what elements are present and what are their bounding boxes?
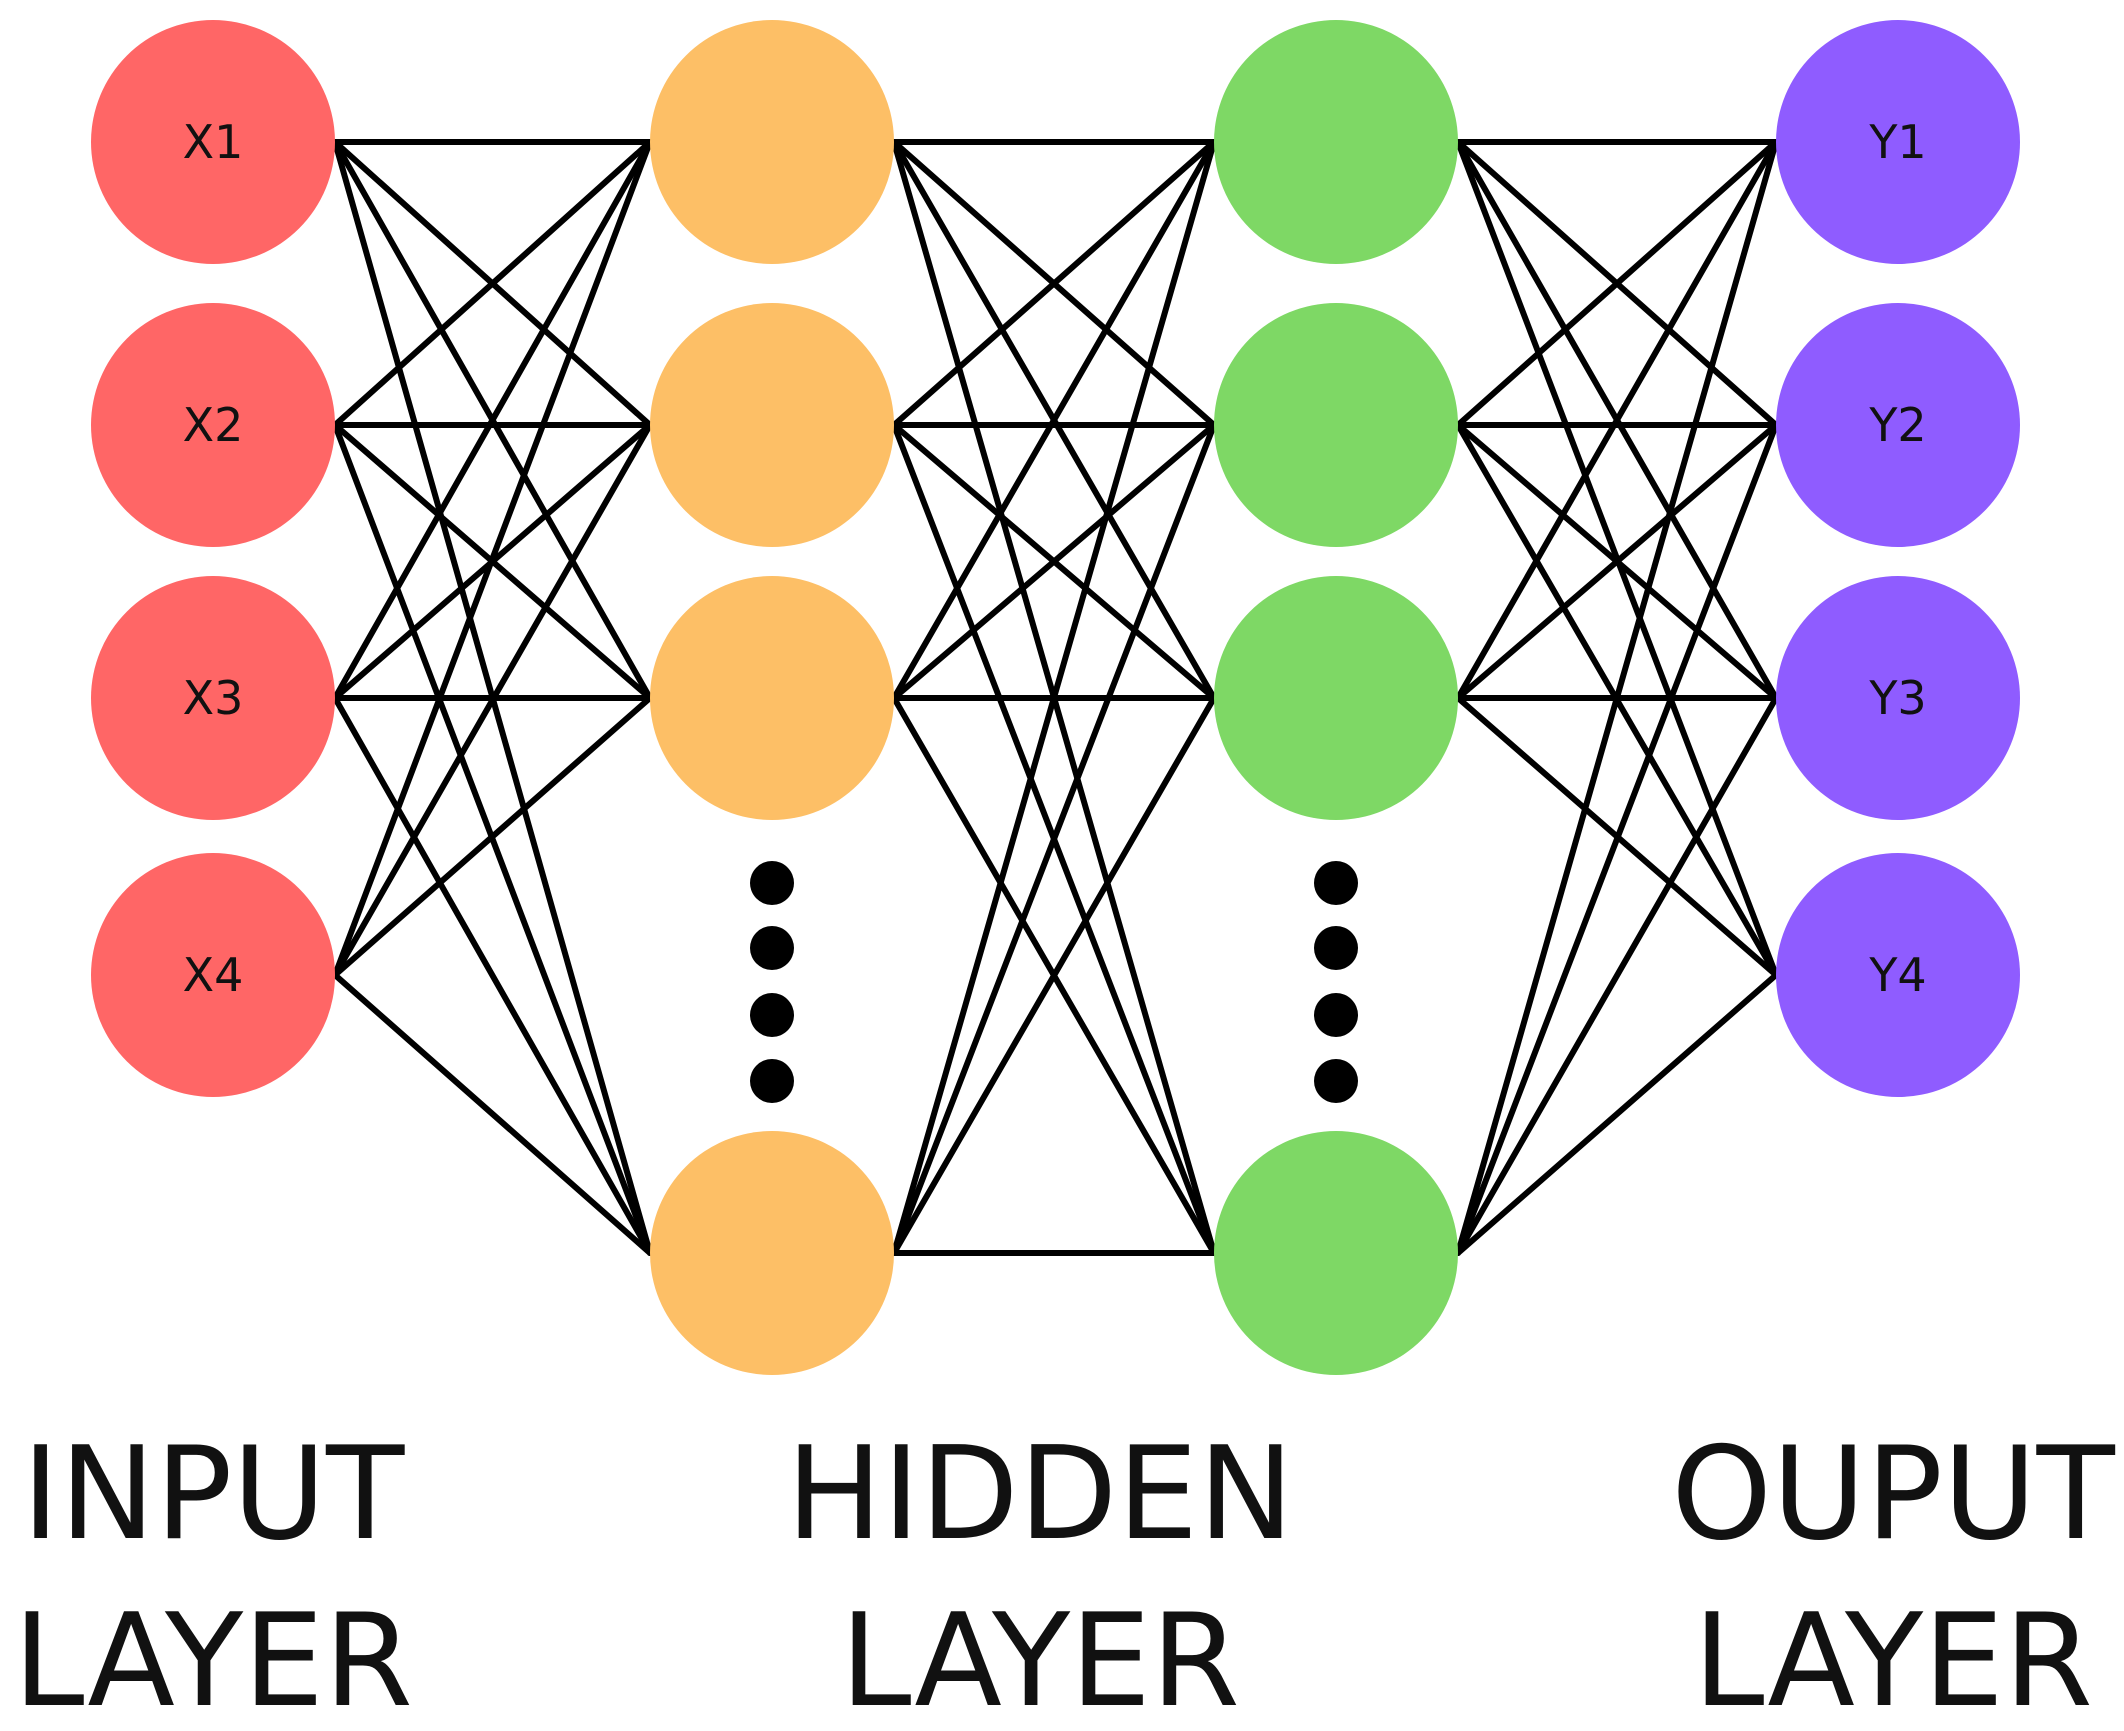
hidden1-node-3 bbox=[650, 576, 894, 820]
input-layer-label-line2: LAYER bbox=[13, 1587, 413, 1731]
hidden1-node-2 bbox=[650, 303, 894, 547]
edge-hidden2-4-to-output-2 bbox=[1455, 422, 1779, 1256]
edge-hidden1-3-to-hidden2-1 bbox=[891, 139, 1217, 701]
edge-input-3-to-hidden1-1 bbox=[332, 139, 653, 701]
hidden-layer-label-line2: LAYER bbox=[840, 1587, 1240, 1731]
output-node-label-1: Y1 bbox=[1868, 115, 1926, 169]
hidden2-ellipsis-dot-2 bbox=[1314, 926, 1358, 970]
edge-input-4-to-hidden1-4 bbox=[332, 972, 653, 1256]
edge-input-4-to-hidden1-2 bbox=[332, 422, 653, 978]
edge-input-4-to-hidden1-3 bbox=[332, 695, 653, 978]
input-node-1 bbox=[91, 20, 335, 264]
input-node-label-3: X3 bbox=[183, 671, 244, 725]
hidden-layer-label-line1: HIDDEN bbox=[786, 1420, 1294, 1569]
hidden2-ellipsis-dot-1 bbox=[1314, 861, 1358, 905]
edge-hidden1-4-to-hidden2-2 bbox=[891, 422, 1217, 1256]
output-layer-label-line1: OUPUT bbox=[1671, 1420, 2115, 1569]
input-node-label-2: X2 bbox=[183, 398, 244, 452]
output-layer-label-line2: LAYER bbox=[1693, 1587, 2093, 1731]
input-node-label-4: X4 bbox=[183, 948, 244, 1002]
edge-hidden1-4-to-hidden2-3 bbox=[891, 695, 1217, 1256]
hidden2-ellipsis-dot-3 bbox=[1314, 993, 1358, 1037]
hidden2-ellipsis-dot-4 bbox=[1314, 1059, 1358, 1103]
output-node-2 bbox=[1776, 303, 2020, 547]
hidden1-ellipsis-dot-4 bbox=[750, 1059, 794, 1103]
edge-hidden2-3-to-output-2 bbox=[1455, 422, 1779, 701]
hidden1-ellipsis-dot-1 bbox=[750, 861, 794, 905]
output-node-3 bbox=[1776, 576, 2020, 820]
edge-hidden2-2-to-output-1 bbox=[1455, 139, 1779, 428]
output-node-label-2: Y2 bbox=[1868, 398, 1926, 452]
edge-hidden2-4-to-output-3 bbox=[1455, 695, 1779, 1256]
edge-hidden1-2-to-hidden2-1 bbox=[891, 139, 1217, 428]
output-node-label-3: Y3 bbox=[1868, 671, 1926, 725]
hidden2-node-2 bbox=[1214, 303, 1458, 547]
input-node-4 bbox=[91, 853, 335, 1097]
edge-input-3-to-hidden1-4 bbox=[332, 695, 653, 1256]
edge-hidden1-4-to-hidden2-1 bbox=[891, 139, 1217, 1256]
edge-hidden2-4-to-output-4 bbox=[1455, 972, 1779, 1256]
hidden2-node-3 bbox=[1214, 576, 1458, 820]
layer-labels: INPUT LAYER HIDDEN LAYER OUPUT LAYER bbox=[13, 1420, 2116, 1731]
input-node-2 bbox=[91, 303, 335, 547]
hidden1-node-1 bbox=[650, 20, 894, 264]
output-node-1 bbox=[1776, 20, 2020, 264]
hidden1-node-4 bbox=[650, 1131, 894, 1375]
hidden1-ellipsis-dot-3 bbox=[750, 993, 794, 1037]
hidden1-ellipsis-dot-2 bbox=[750, 926, 794, 970]
connections bbox=[332, 139, 1779, 1256]
edge-input-2-to-hidden1-1 bbox=[332, 139, 653, 428]
edge-hidden2-3-to-output-1 bbox=[1455, 139, 1779, 701]
ellipsis-dots bbox=[750, 861, 1358, 1103]
edge-hidden2-4-to-output-1 bbox=[1455, 139, 1779, 1256]
output-node-4 bbox=[1776, 853, 2020, 1097]
input-layer-label-line1: INPUT bbox=[22, 1420, 405, 1569]
edge-hidden1-3-to-hidden2-2 bbox=[891, 422, 1217, 701]
input-node-3 bbox=[91, 576, 335, 820]
hidden2-node-4 bbox=[1214, 1131, 1458, 1375]
hidden2-node-1 bbox=[1214, 20, 1458, 264]
output-node-label-4: Y4 bbox=[1868, 948, 1926, 1002]
edge-input-4-to-hidden1-1 bbox=[332, 139, 653, 978]
input-node-label-1: X1 bbox=[183, 115, 244, 169]
